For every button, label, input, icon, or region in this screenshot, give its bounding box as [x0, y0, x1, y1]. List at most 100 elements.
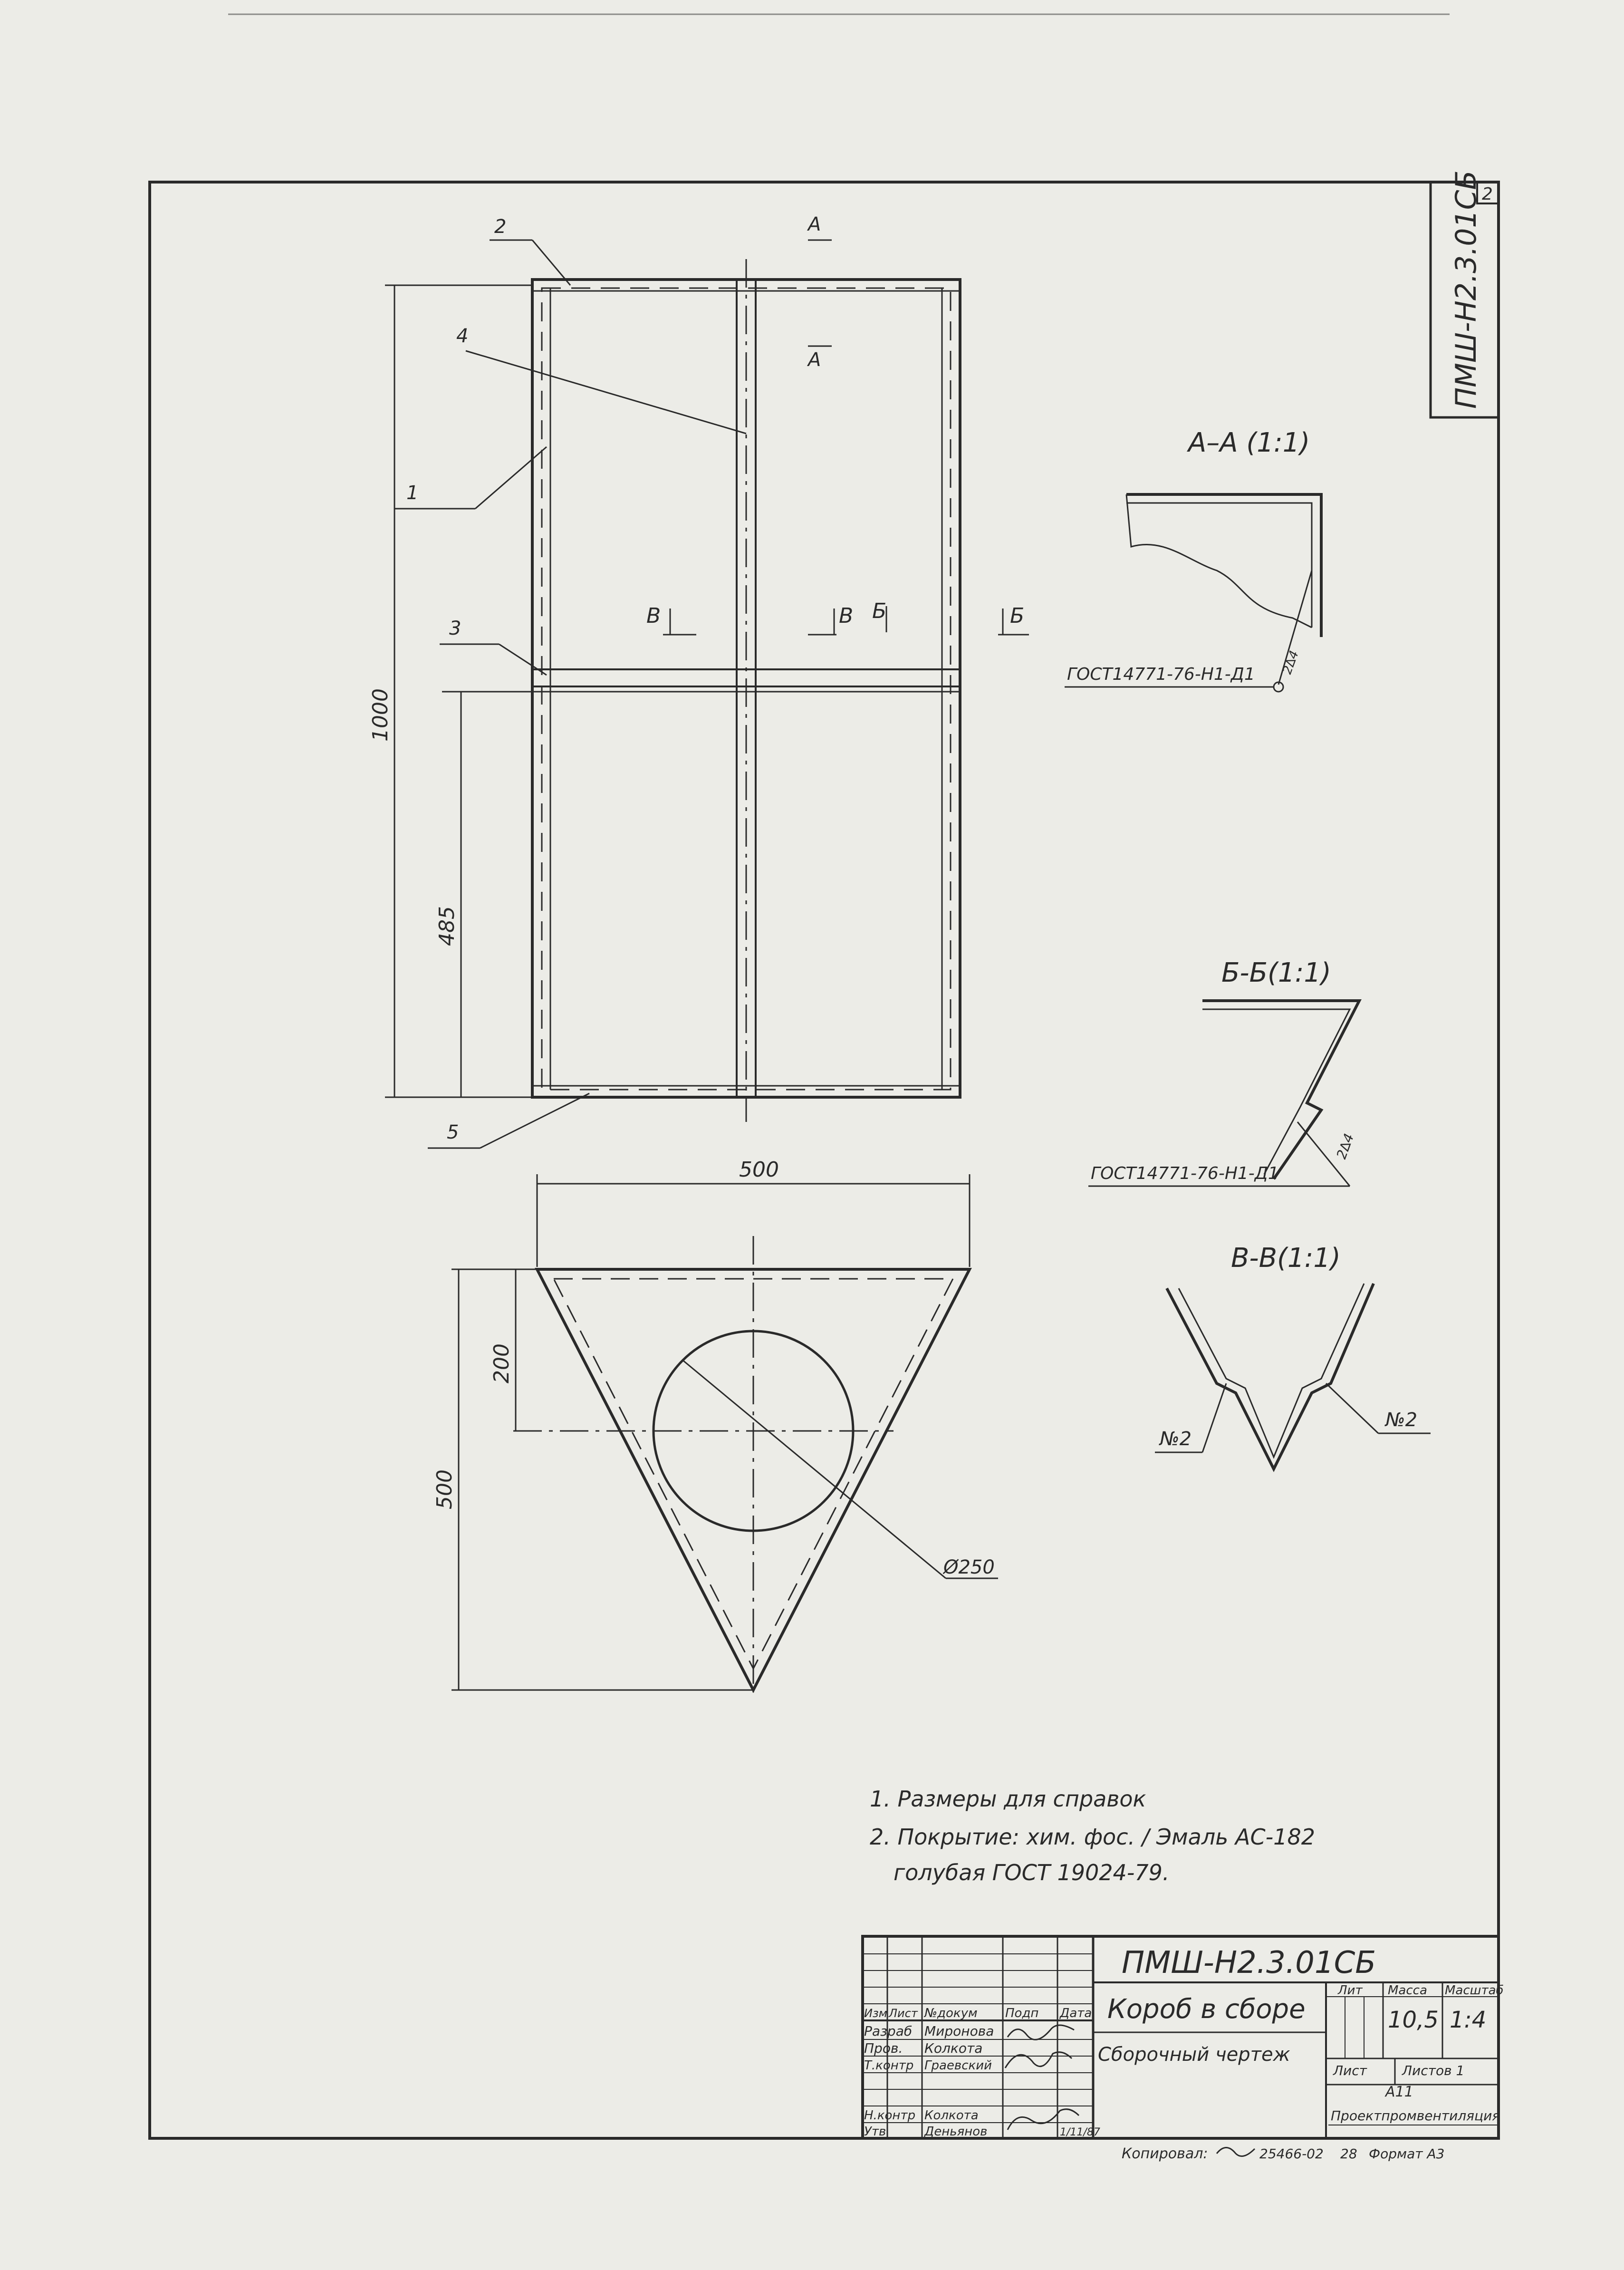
section-bb: Б-Б(1:1) ГОСТ14771-76-Н1-Д1 2∆4 — [1088, 957, 1362, 1187]
tb-sheet-label: Лист — [1333, 2063, 1367, 2078]
dim-485-label: 485 — [435, 906, 459, 946]
section-bb-profile-inner — [1202, 1008, 1351, 1175]
tb-scale: 1:4 — [1450, 2007, 1486, 2033]
section-mark-b-left: Б — [872, 599, 886, 623]
section-aa: А–А (1:1) ГОСТ14771-76-Н1-Д1 2∆4 — [1065, 427, 1323, 693]
position-1: 1 — [406, 482, 418, 504]
section-aa-profile-inner — [1126, 502, 1313, 628]
tb-col-label-list: Лист — [888, 2007, 918, 2020]
section-aa-profile — [1126, 493, 1323, 637]
note-1: 1. Размеры для справок — [870, 1786, 1146, 1812]
section-vv: В-В(1:1) №2 №2 — [1155, 1243, 1431, 1472]
section-mark-v-right: В — [839, 604, 853, 628]
tb-role-3: Т.контр — [864, 2058, 913, 2073]
note-2-cont: голубая ГОСТ 19024-79. — [894, 1860, 1170, 1885]
triangle-inner — [552, 1278, 954, 1671]
tb-name-3: Граевский — [924, 2058, 992, 2073]
section-bb-title: Б-Б(1:1) — [1221, 957, 1331, 988]
horizontal-stiffener — [531, 668, 961, 687]
tb-mass: 10,5 — [1388, 2007, 1439, 2033]
title-block-frame — [861, 1935, 1500, 2140]
tb-name: Короб в сборе — [1107, 1994, 1306, 2025]
section-vv-leader-right — [1325, 1382, 1379, 1434]
tb-head-mass: Масса — [1388, 1983, 1427, 1998]
tb-role-1: Разраб — [864, 2023, 912, 2039]
tb-sheets-label: Листов 1 — [1402, 2063, 1464, 2078]
tb-date: 1/11/87 — [1060, 2126, 1100, 2138]
tb-name-5: Деньянов — [924, 2125, 988, 2139]
section-vv-profile-inner — [1178, 1283, 1365, 1459]
section-bb-weld-label: ГОСТ14771-76-Н1-Д1 — [1091, 1164, 1279, 1183]
title-block: Изм Лист №докум Подп Дата Разраб Миронов… — [861, 1935, 1504, 2140]
section-mark-a-top: А — [807, 213, 821, 235]
sheet-number: 2 — [1482, 184, 1493, 204]
section-vv-leader-left — [1201, 1383, 1227, 1453]
tb-col-label-date: Дата — [1059, 2006, 1092, 2020]
section-vv-profile — [1165, 1283, 1375, 1472]
diameter-leader — [682, 1359, 946, 1579]
section-vv-label-left: №2 — [1159, 1428, 1192, 1450]
tb-col-label-doc: №докум — [923, 2006, 978, 2020]
section-aa-break — [1125, 494, 1312, 628]
copied-number: 25466-02 — [1259, 2146, 1324, 2162]
position-3: 3 — [449, 618, 461, 639]
vertical-stamp-code: ПМШ-Н2.3.01СБ — [1450, 170, 1483, 409]
section-aa-weld-label: ГОСТ14771-76-Н1-Д1 — [1067, 665, 1255, 684]
tb-head-scale: Масштаб — [1445, 1983, 1504, 1998]
copied-num: 28 — [1340, 2146, 1357, 2162]
section-vv-label-right: №2 — [1384, 1409, 1417, 1431]
tb-col-label-sign: Подп — [1005, 2006, 1038, 2020]
section-aa-title: А–А (1:1) — [1187, 427, 1310, 458]
section-mark-a-bottom: А — [807, 349, 821, 371]
section-mark-b-right: Б — [1010, 604, 1024, 628]
diameter-label: Ø250 — [942, 1556, 995, 1578]
tb-signature-1 — [1007, 2024, 1075, 2040]
note-2: 2. Покрытие: хим. фос. / Эмаль АС-182 — [870, 1824, 1315, 1850]
tb-name-2: Колкота — [924, 2040, 982, 2056]
tb-lit-value: А11 — [1384, 2084, 1413, 2100]
tb-role-4: Н.контр — [864, 2108, 915, 2123]
position-2-leader — [531, 240, 571, 286]
plan-view: 1000 485 А А В В Б Б 2 4 1 3 5 — [368, 213, 1029, 1149]
position-3-leader — [499, 643, 547, 676]
dim-1000-label: 1000 — [368, 688, 393, 742]
triangle-view: 500 200 500 Ø250 — [432, 1158, 998, 1693]
tb-role-5: Утв — [864, 2125, 886, 2139]
position-1-leader — [475, 446, 547, 510]
section-bb-profile — [1202, 999, 1362, 1180]
notes: 1. Размеры для справок 2. Покрытие: хим.… — [870, 1786, 1315, 1885]
vertical-stamp-box — [1429, 181, 1500, 419]
section-aa-leader — [1278, 570, 1313, 685]
position-2: 2 — [494, 216, 506, 238]
tb-col-label-izm: Изм — [864, 2007, 887, 2020]
sheet-frame — [148, 181, 1500, 2140]
dim-500-side-label: 500 — [432, 1469, 457, 1509]
sheet-number-box — [1476, 181, 1499, 204]
tb-name-4: Колкота — [924, 2108, 979, 2123]
tb-signature-3 — [1007, 2108, 1080, 2130]
tb-name-1: Миронова — [924, 2023, 994, 2039]
dim-500-top-label: 500 — [739, 1158, 779, 1182]
tb-role-2: Пров. — [864, 2040, 903, 2056]
copied-label: Копировал: — [1122, 2145, 1208, 2162]
bottom-bar — [531, 1085, 961, 1098]
copied-signature — [1216, 2147, 1256, 2157]
tb-signature-2 — [1004, 2051, 1073, 2068]
tb-org: Проектпромвентиляция — [1331, 2108, 1500, 2124]
copied-format: Формат А3 — [1369, 2146, 1444, 2162]
position-4-leader — [465, 350, 747, 435]
section-vv-title: В-В(1:1) — [1231, 1243, 1341, 1274]
triangle-outline — [535, 1268, 972, 1693]
position-5: 5 — [447, 1121, 459, 1143]
position-4: 4 — [456, 325, 468, 347]
tb-head-lit: Лит — [1337, 1983, 1363, 1998]
tb-doc-type: Сборочный чертеж — [1098, 2044, 1290, 2066]
dim-200-label: 200 — [490, 1343, 514, 1383]
position-5-leader — [480, 1092, 590, 1149]
copied-line: Копировал: 25466-02 28 Формат А3 — [1122, 2145, 1444, 2162]
tb-code: ПМШ-Н2.3.01СБ — [1122, 1945, 1376, 1980]
section-bb-leader — [1297, 1121, 1351, 1187]
section-mark-v-left: В — [646, 604, 661, 628]
